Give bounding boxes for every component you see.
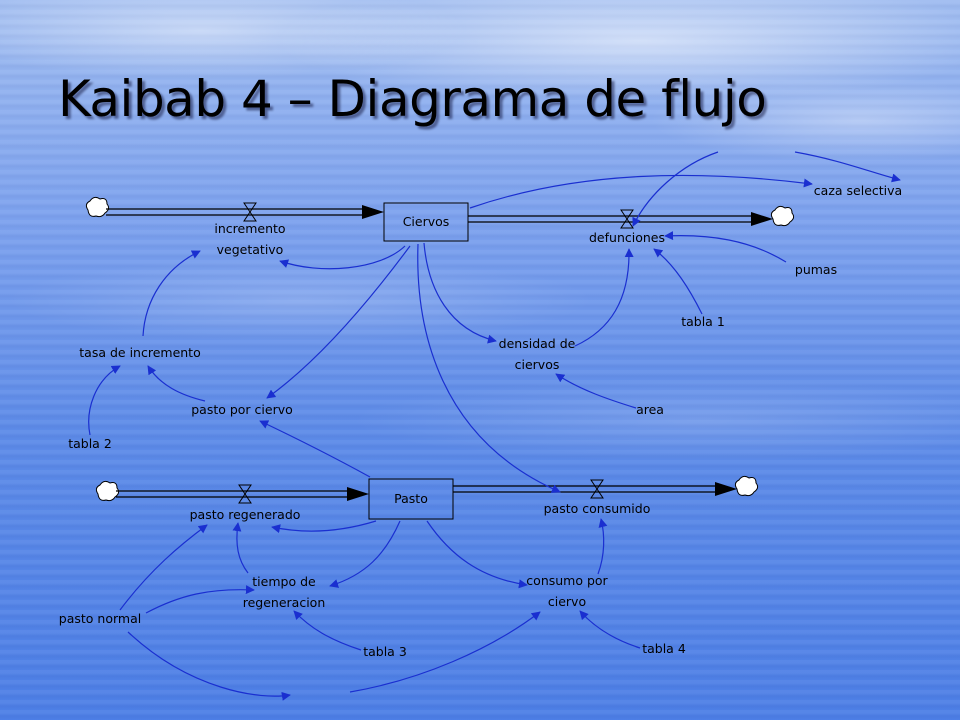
valve-pasto-consumido	[590, 479, 604, 499]
link-caza-selectiva-defunciones-b	[632, 151, 719, 227]
var-pasto-normal: pasto normal	[59, 611, 141, 626]
link-consumo-pastoconsumido	[597, 518, 608, 575]
flow-incremento-vegetativo-line1: incremento	[214, 221, 285, 236]
var-tiempo-de-regeneracion-line1: tiempo de	[252, 574, 316, 589]
cloud-source-pasto	[95, 480, 120, 502]
flow-pasto-consumido-label: pasto consumido	[544, 501, 651, 516]
link-ciervos-incremento	[279, 245, 406, 270]
stock-ciervos: Ciervos	[383, 202, 469, 242]
valve-defunciones	[620, 209, 634, 229]
cloud-source-ciervos	[85, 196, 110, 218]
var-densidad-de-ciervos-line1: densidad de	[499, 336, 576, 351]
link-pastonormal-consumo	[127, 631, 291, 701]
link-tabla1-defunciones	[653, 248, 703, 315]
pipe-pasto-consumido	[453, 482, 737, 496]
cloud-sink-pasto	[734, 475, 759, 497]
link-pasto-tiempo	[329, 520, 401, 588]
valve-pasto-regenerado	[238, 484, 252, 504]
link-ciervos-densidad	[423, 242, 497, 344]
link-ciervos-pastoporciervo	[266, 245, 411, 399]
var-tabla-3: tabla 3	[363, 644, 407, 659]
var-tabla-1: tabla 1	[681, 314, 725, 329]
pipe-pasto-regenerado	[116, 487, 369, 501]
var-consumo-por-ciervo-line2: ciervo	[548, 594, 586, 609]
slide-title: Kaibab 4 – Diagrama de flujo	[58, 70, 767, 128]
var-densidad-de-ciervos-line2: ciervos	[515, 357, 560, 372]
flow-defunciones-label: defunciones	[589, 230, 665, 245]
var-consumo-por-ciervo-line1: consumo por	[526, 573, 608, 588]
var-tasa-de-incremento: tasa de incremento	[79, 345, 200, 360]
link-tabla2-tasa	[88, 365, 121, 436]
causal-links	[88, 151, 901, 701]
pipe-defunciones	[468, 212, 773, 226]
link-pastoporciervo-tasa	[147, 365, 206, 402]
valve-incremento-vegetativo	[243, 202, 257, 222]
var-pasto-por-ciervo: pasto por ciervo	[191, 402, 293, 417]
stock-ciervos-label: Ciervos	[403, 214, 450, 229]
link-ciervos-pastoconsumido	[417, 243, 561, 493]
link-tiempo-pastoregenerado	[232, 522, 249, 574]
flow-incremento-vegetativo-line2: vegetativo	[217, 242, 284, 257]
var-pumas: pumas	[795, 262, 837, 277]
link-pastonormal-tiempo	[145, 585, 255, 614]
link-caza-selectiva-defunciones	[794, 151, 901, 183]
var-tabla-4: tabla 4	[642, 641, 686, 656]
link-ciervos-caza-selectiva	[469, 174, 813, 209]
var-tabla-2: tabla 2	[68, 436, 112, 451]
var-area: area	[636, 402, 664, 417]
var-tiempo-de-regeneracion-line2: regeneracion	[243, 595, 326, 610]
var-caza-selectiva: caza selectiva	[814, 183, 902, 198]
link-tasa-incremento	[142, 250, 201, 337]
stock-pasto-label: Pasto	[394, 491, 428, 506]
link-tabla4-consumo	[579, 610, 641, 649]
link-area-densidad	[555, 373, 637, 409]
link-tabla3-tiempo	[293, 610, 362, 651]
link-pumas-defunciones	[664, 231, 787, 263]
link-pasto-pastoporciervo	[259, 420, 371, 478]
flow-pasto-regenerado-label: pasto regenerado	[190, 507, 301, 522]
link-consumo-from-bottom	[349, 611, 541, 693]
cloud-sink-ciervos	[770, 205, 795, 227]
pipe-incremento-vegetativo	[106, 205, 384, 219]
link-densidad-defunciones	[574, 248, 634, 347]
link-pasto-pastoregenerado	[271, 520, 377, 534]
link-pastonormal-pastoregenerado	[119, 524, 208, 611]
link-pasto-consumo	[426, 520, 528, 589]
stock-pasto: Pasto	[368, 478, 454, 520]
